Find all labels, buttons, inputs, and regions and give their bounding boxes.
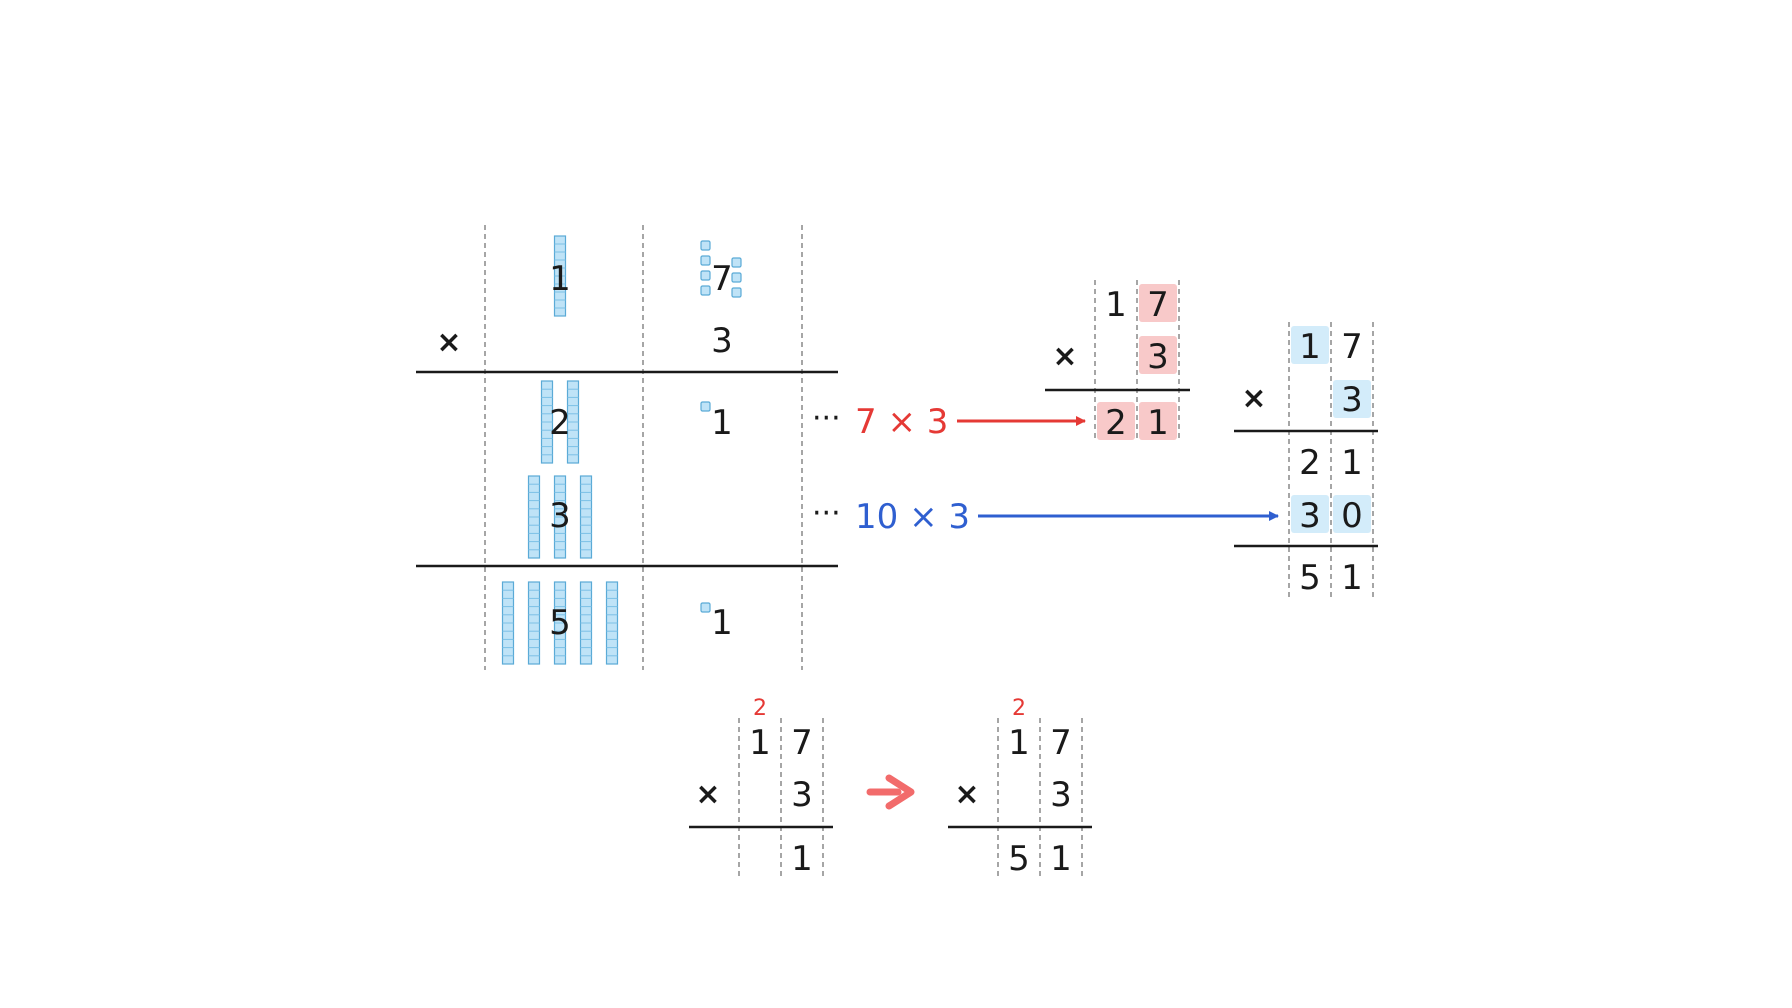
- unit-cubes-result: [700, 602, 711, 613]
- tens-rod: [605, 581, 619, 665]
- highlight: [1139, 284, 1177, 322]
- tens-rods-partial-ones: [540, 380, 580, 464]
- unit-cube: [700, 255, 711, 266]
- partial-ones-ones-digit: 1: [711, 403, 733, 443]
- digit: 1: [1105, 285, 1127, 325]
- unit-cube: [700, 240, 711, 251]
- times-icon: ×: [1052, 339, 1077, 374]
- highlight: [1333, 380, 1371, 418]
- digit: 2: [1105, 403, 1127, 443]
- tens-rod: [527, 581, 541, 665]
- multiplicand-tens-digit: 1: [549, 259, 571, 299]
- ones-step-label: 7 × 3: [855, 402, 948, 442]
- digit: 1: [1341, 443, 1363, 483]
- digit: 3: [1341, 380, 1363, 420]
- tens-rod: [553, 581, 567, 665]
- carry-calculation-before: 2 1 7 × 3 1: [689, 696, 833, 879]
- result-ones-digit: 1: [711, 603, 733, 643]
- digit: 5: [1008, 839, 1030, 879]
- digit: 3: [1147, 337, 1169, 377]
- ellipsis-icon: ···: [812, 401, 841, 436]
- tens-rod: [553, 475, 567, 559]
- digit: 7: [1341, 327, 1363, 367]
- unit-cube: [700, 602, 711, 613]
- highlight: [1097, 402, 1135, 440]
- digit: 1: [1299, 327, 1321, 367]
- unit-cubes-multiplicand: [700, 240, 742, 298]
- unit-cubes-partial-ones: [700, 401, 711, 412]
- tens-rod: [566, 380, 580, 464]
- right-arrow-icon: [866, 774, 915, 810]
- digit: 2: [1299, 443, 1321, 483]
- unit-cube: [700, 401, 711, 412]
- highlight: [1139, 402, 1177, 440]
- partial-ones-tens-digit: 2: [549, 403, 571, 443]
- digit: 1: [791, 839, 813, 879]
- multiplier-digit: 3: [711, 321, 733, 361]
- step-tens: ··· 10 × 3: [812, 496, 1279, 537]
- tens-rods-multiplicand: [553, 235, 567, 317]
- tens-rod: [553, 235, 567, 317]
- highlight: [1333, 495, 1371, 533]
- ones-calculation: 1 7 × 3 2 1: [1045, 280, 1190, 443]
- digit: 1: [1008, 723, 1030, 763]
- digit: 1: [749, 723, 771, 763]
- unit-cube: [700, 270, 711, 281]
- tens-rod: [579, 581, 593, 665]
- tens-rod: [579, 475, 593, 559]
- carry-digit: 2: [1012, 696, 1026, 721]
- times-icon: ×: [1241, 381, 1266, 416]
- digit: 3: [1299, 496, 1321, 536]
- result-tens-digit: 5: [549, 603, 571, 643]
- unit-cube: [731, 287, 742, 298]
- full-calculation: 1 7 × 3 2 1 3 0 5 1: [1234, 322, 1378, 598]
- tens-rod: [501, 581, 515, 665]
- times-icon: ×: [954, 777, 979, 812]
- step-ones: ··· 7 × 3: [812, 401, 1086, 442]
- carry-calculation-after: 2 1 7 × 3 5 1: [948, 696, 1092, 879]
- highlight: [1139, 336, 1177, 374]
- digit: 0: [1341, 496, 1363, 536]
- tens-rods-result: [501, 581, 619, 665]
- highlight: [1291, 495, 1329, 533]
- digit: 1: [1341, 558, 1363, 598]
- partial-tens-tens-digit: 3: [549, 496, 571, 536]
- digit: 3: [791, 775, 813, 815]
- tens-rod: [527, 475, 541, 559]
- times-icon: ×: [436, 325, 461, 360]
- carry-digit: 2: [753, 696, 767, 721]
- unit-cube: [700, 285, 711, 296]
- times-icon: ×: [695, 777, 720, 812]
- digit: 1: [1050, 839, 1072, 879]
- digit: 7: [1050, 723, 1072, 763]
- digit: 7: [791, 723, 813, 763]
- highlight: [1291, 326, 1329, 364]
- multiplicand-ones-digit: 7: [711, 259, 733, 299]
- digit: 1: [1147, 403, 1169, 443]
- tens-step-label: 10 × 3: [855, 497, 970, 537]
- tens-rods-partial-tens: [527, 475, 593, 559]
- unit-cube: [731, 272, 742, 283]
- blocks-table: × 1 7 3 2 1 3 5 1: [416, 225, 838, 670]
- unit-cube: [731, 257, 742, 268]
- ellipsis-icon: ···: [812, 496, 841, 531]
- digit: 3: [1050, 775, 1072, 815]
- tens-rod: [540, 380, 554, 464]
- digit: 7: [1147, 285, 1169, 325]
- digit: 5: [1299, 558, 1321, 598]
